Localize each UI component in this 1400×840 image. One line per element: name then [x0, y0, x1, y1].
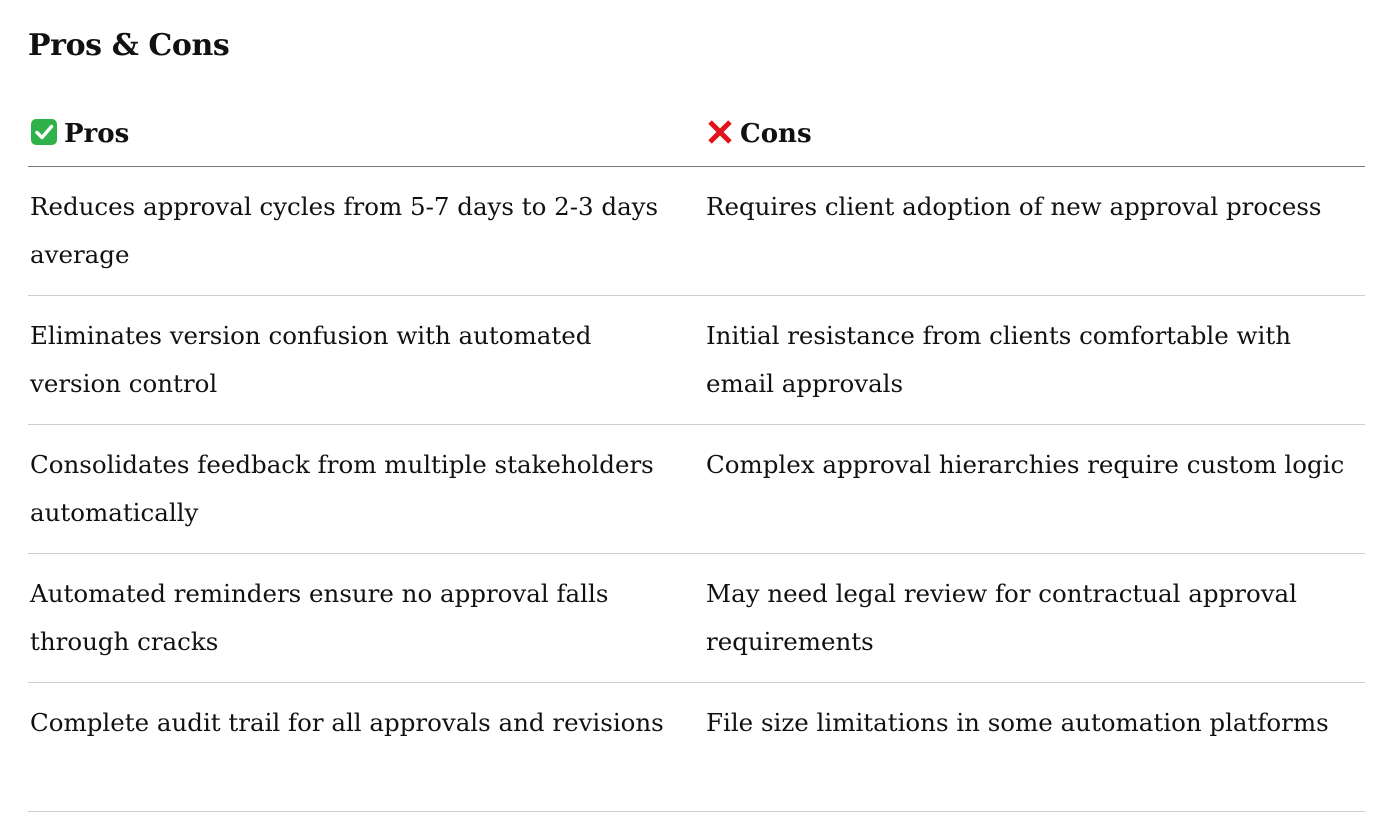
- table-row: Consolidates feedback from multiple stak…: [28, 424, 1365, 554]
- pro-cell: Complete audit trail for all approvals a…: [28, 682, 704, 812]
- check-mark-button-icon: [31, 119, 57, 145]
- con-cell: Requires client adoption of new approval…: [704, 166, 1365, 296]
- con-cell: Initial resistance from clients comforta…: [704, 295, 1365, 425]
- cross-mark-icon: [708, 120, 732, 144]
- table-header-row: Pros Cons: [28, 112, 1365, 167]
- table-row: Reduces approval cycles from 5-7 days to…: [28, 166, 1365, 296]
- pro-cell: Automated reminders ensure no approval f…: [28, 553, 704, 683]
- pro-cell: Consolidates feedback from multiple stak…: [28, 424, 704, 554]
- cons-column-header: Cons: [704, 112, 1365, 167]
- page-title: Pros & Cons: [28, 28, 230, 63]
- con-cell: Complex approval hierarchies require cus…: [704, 424, 1365, 554]
- pros-header-label: Pros: [64, 119, 130, 149]
- table-row: Automated reminders ensure no approval f…: [28, 553, 1365, 683]
- table-row: Complete audit trail for all approvals a…: [28, 682, 1365, 812]
- con-cell: File size limitations in some automation…: [704, 682, 1365, 812]
- con-cell: May need legal review for contractual ap…: [704, 553, 1365, 683]
- pro-cell: Eliminates version confusion with automa…: [28, 295, 704, 425]
- pros-column-header: Pros: [28, 112, 704, 167]
- table-body: Reduces approval cycles from 5-7 days to…: [28, 166, 1365, 812]
- pros-cons-table: Pros Cons Reduces approval cycles from 5…: [28, 112, 1365, 812]
- cons-header-label: Cons: [740, 119, 812, 149]
- pro-cell: Reduces approval cycles from 5-7 days to…: [28, 166, 704, 296]
- table-row: Eliminates version confusion with automa…: [28, 295, 1365, 425]
- table-header: Pros Cons: [28, 112, 1365, 167]
